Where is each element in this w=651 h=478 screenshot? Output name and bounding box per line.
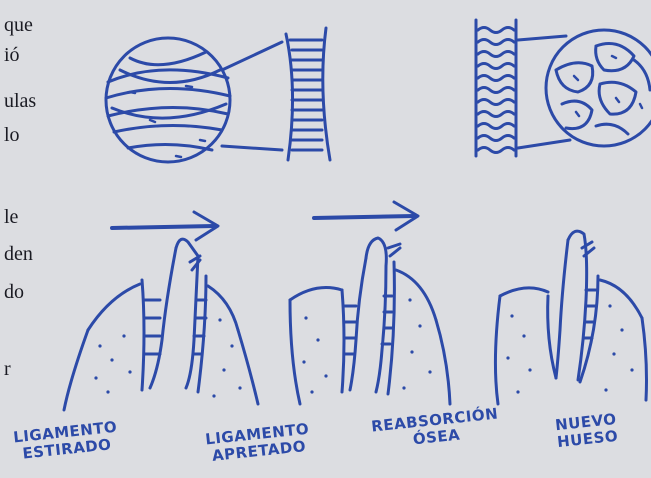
bone-stipple bbox=[94, 298, 633, 397]
arrow-icon bbox=[112, 212, 218, 240]
connector-line bbox=[222, 42, 282, 70]
connector-line bbox=[222, 146, 282, 150]
connector-line bbox=[518, 36, 566, 40]
tooth-stage-3 bbox=[500, 231, 642, 382]
tooth-stage-1 bbox=[88, 239, 238, 392]
stretched-fibres-circle bbox=[106, 38, 230, 162]
bone-outline bbox=[64, 330, 88, 410]
bone-outline bbox=[642, 318, 647, 400]
bone-cells-circle bbox=[546, 30, 651, 146]
bone-outline bbox=[238, 330, 258, 404]
arrow-icon bbox=[314, 202, 418, 230]
tooth-stage-2 bbox=[290, 238, 436, 394]
stretched-ligament-band bbox=[286, 28, 330, 160]
compressed-ligament-band bbox=[476, 20, 516, 156]
label-nuevo-hueso: NUEVO HUESO bbox=[554, 411, 619, 451]
connector-line bbox=[518, 140, 570, 148]
bone-outline bbox=[436, 320, 450, 404]
bone-outline bbox=[290, 300, 300, 404]
bone-outline bbox=[495, 296, 500, 404]
